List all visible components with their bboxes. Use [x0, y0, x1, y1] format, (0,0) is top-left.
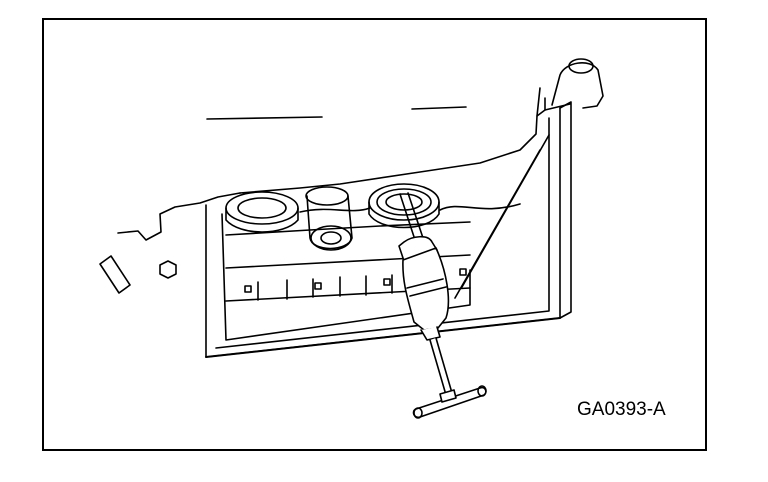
t-handle-collar — [439, 389, 457, 403]
slide-hammer-rod — [429, 337, 453, 396]
right-bore-inner — [385, 193, 423, 211]
case-diagonal-rib — [454, 134, 550, 299]
right-bore-mid — [376, 188, 432, 216]
puller-rod — [399, 193, 417, 244]
slide-hammer-body — [402, 247, 450, 331]
left-bore-wall — [225, 207, 299, 233]
case-upper-outline — [239, 103, 571, 194]
sleeve-end — [310, 225, 352, 251]
case-edge-line — [206, 116, 323, 120]
case-right-wall — [559, 101, 572, 319]
bracket-piece — [99, 255, 131, 294]
case-right-edge — [536, 87, 546, 117]
t-handle-end — [413, 407, 423, 419]
sleeve-body — [306, 195, 353, 250]
left-bore-inner — [237, 197, 287, 219]
slide-hammer-neck — [420, 326, 441, 341]
figure-frame — [42, 18, 707, 451]
valve-body-slots — [244, 268, 467, 301]
slide-hammer-band — [406, 278, 444, 289]
t-handle-end — [477, 385, 487, 397]
hex-nut-icon — [159, 260, 177, 279]
right-bore-wall — [368, 201, 440, 229]
sleeve-top — [305, 186, 349, 206]
figure-code-label: GA0393-A — [577, 399, 666, 420]
slide-hammer-band — [409, 286, 447, 297]
left-bore-outer — [225, 191, 299, 225]
sleeve-bore — [320, 231, 342, 245]
shifter-boss — [551, 62, 604, 109]
case-edge-line — [411, 106, 467, 110]
shifter-cap — [568, 58, 594, 74]
puller-rod — [407, 192, 425, 242]
case-lip-inner — [215, 117, 550, 349]
case-outline-left — [117, 192, 241, 241]
case-lip-lower — [205, 317, 561, 358]
